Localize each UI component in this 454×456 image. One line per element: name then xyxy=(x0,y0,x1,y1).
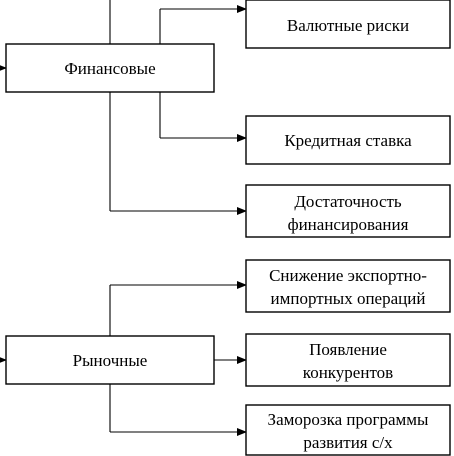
risk-credit-rate: Кредитная ставка xyxy=(245,115,451,165)
risk-program-freeze: Заморозка программы развития с/х xyxy=(245,404,451,456)
risk-program-freeze-line1: Заморозка программы xyxy=(268,410,429,429)
category-market-box xyxy=(5,335,215,385)
risk-competitors-line1: Появление xyxy=(309,340,387,359)
risk-funding-adequacy-line2: финансирования xyxy=(288,215,409,234)
risk-currency-label: Валютные риски xyxy=(287,16,409,35)
category-market-label: Рыночные xyxy=(73,351,148,370)
category-financial-label: Финансовые xyxy=(64,59,155,78)
risk-credit-rate-box xyxy=(245,115,451,165)
category-financial: Финансовые xyxy=(5,43,215,93)
risk-export-import-line1: Снижение экспортно- xyxy=(269,266,427,285)
risk-program-freeze-line2: развития с/х xyxy=(303,433,393,452)
risk-export-import: Снижение экспортно- импортных операций xyxy=(245,259,451,313)
risk-funding-adequacy: Достаточность финансирования xyxy=(245,184,451,238)
risk-currency-box xyxy=(245,0,451,49)
connectors xyxy=(0,0,247,436)
risk-competitors: Появление конкурентов xyxy=(245,333,451,387)
risk-competitors-box xyxy=(245,333,451,387)
risk-funding-adequacy-box xyxy=(245,184,451,238)
risk-export-import-line2: импортных операций xyxy=(271,289,426,308)
risk-competitors-line2: конкурентов xyxy=(303,363,393,382)
category-market: Рыночные xyxy=(5,335,215,385)
risk-currency: Валютные риски xyxy=(245,0,451,49)
risk-program-freeze-box xyxy=(245,404,451,456)
risk-credit-rate-label: Кредитная ставка xyxy=(284,131,412,150)
risk-funding-adequacy-line1: Достаточность xyxy=(294,192,402,211)
risk-export-import-box xyxy=(245,259,451,313)
category-financial-box xyxy=(5,43,215,93)
